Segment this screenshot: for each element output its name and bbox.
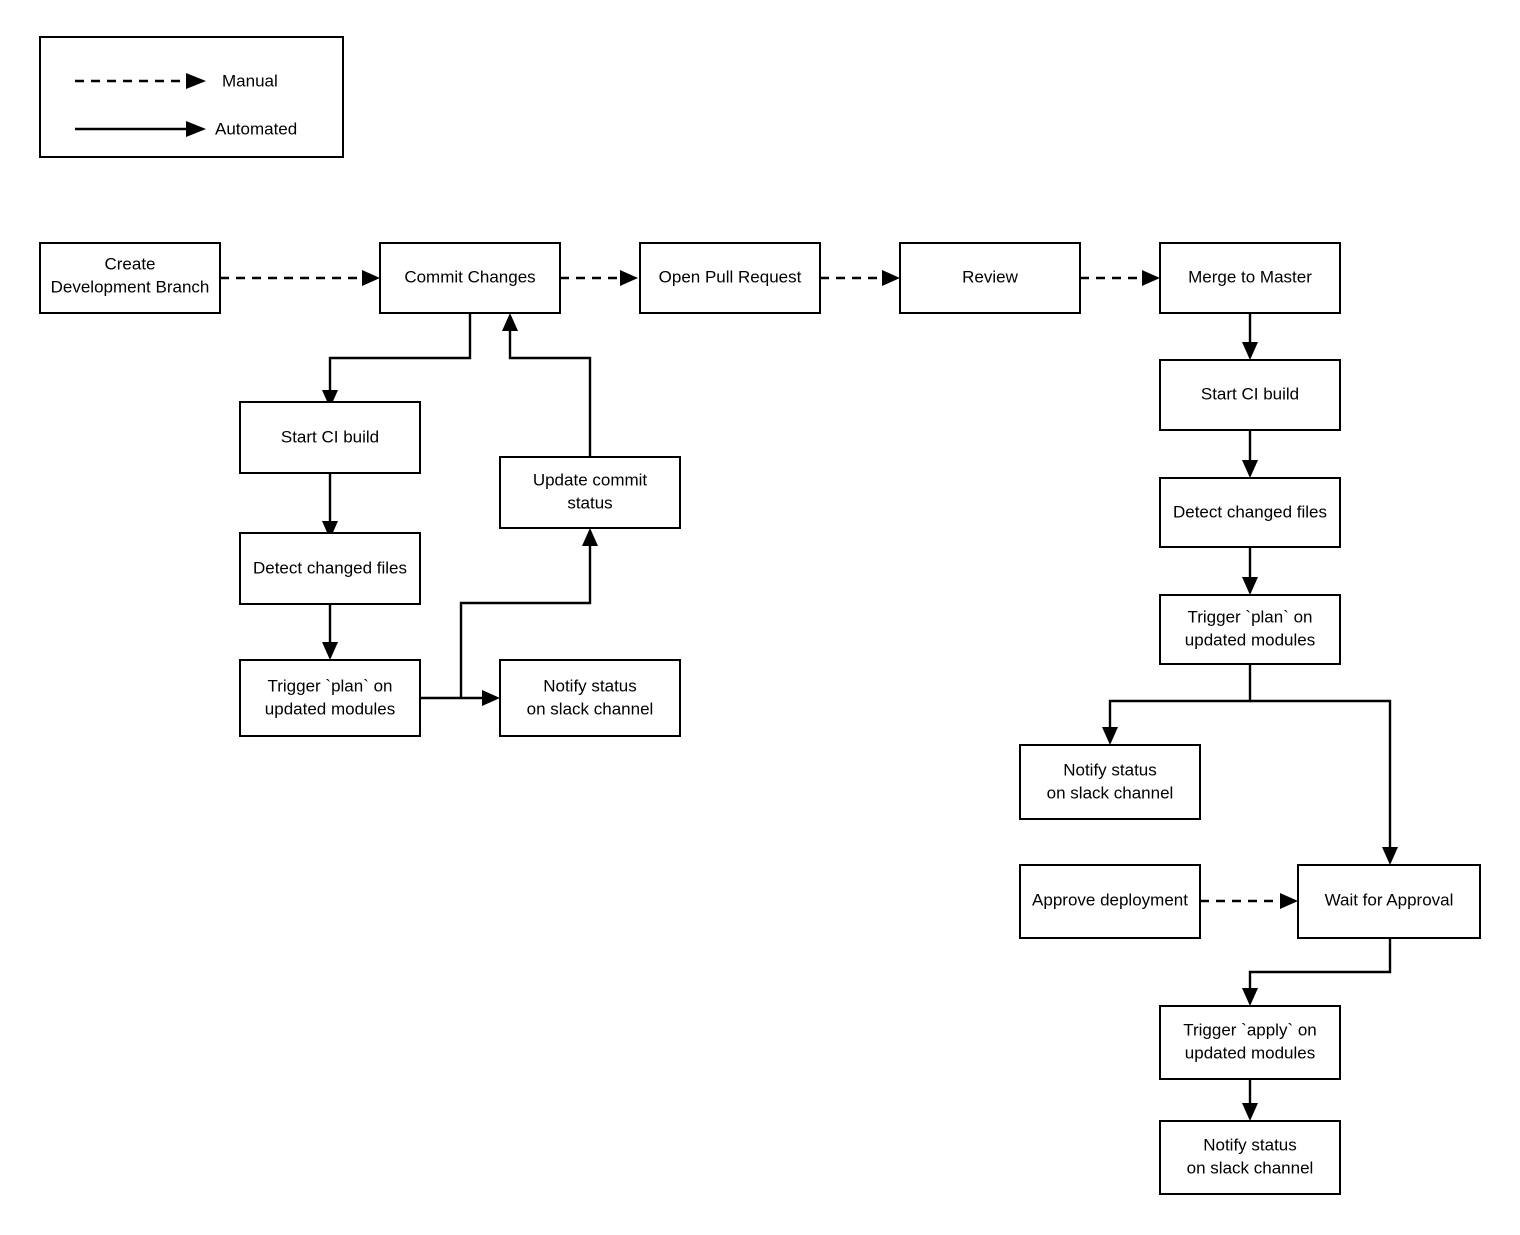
node-dev-detect-changed[interactable]: Detect changed files (239, 532, 421, 605)
node-dev-notify-slack[interactable]: Notify status on slack channel (499, 659, 681, 737)
edge-dev-update-commit-status-to-commit-changes (502, 313, 592, 457)
node-dev-start-ci[interactable]: Start CI build (239, 401, 421, 474)
edge-open-pull-request-to-review (820, 270, 900, 286)
legend-label-automated: Automated (215, 119, 297, 138)
node-master-trigger-plan-box[interactable] (1159, 594, 1341, 665)
node-approve-deployment-box[interactable] (1019, 864, 1201, 939)
legend-label-manual: Manual (222, 71, 278, 90)
legend-box (39, 36, 344, 158)
node-create-branch-box[interactable] (39, 242, 221, 314)
node-commit-changes-box[interactable] (379, 242, 561, 314)
node-dev-start-ci-label: Start CI build (281, 427, 379, 446)
node-approve-deployment-label: Approve deployment (1032, 890, 1188, 909)
node-dev-start-ci-box[interactable] (239, 401, 421, 474)
node-dev-notify-slack-label-line2: on slack channel (527, 699, 654, 718)
node-master-start-ci[interactable]: Start CI build (1159, 359, 1341, 431)
nodes-layer: Create Development Branch Commit Changes… (39, 242, 1481, 1195)
node-master-start-ci-box[interactable] (1159, 359, 1341, 431)
node-dev-notify-slack-box[interactable] (499, 659, 681, 737)
node-merge-to-master-label: Merge to Master (1188, 267, 1312, 286)
node-review[interactable]: Review (899, 242, 1081, 314)
node-dev-trigger-plan-box[interactable] (239, 659, 421, 737)
legend: Manual Automated (39, 36, 344, 158)
node-review-label: Review (962, 267, 1018, 286)
node-master-detect-changed-box[interactable] (1159, 477, 1341, 548)
node-master-notify-slack-apply-label-line1: Notify status (1203, 1135, 1297, 1154)
edge-approve-deployment-to-wait-for-approval (1200, 893, 1298, 909)
node-dev-detect-changed-label: Detect changed files (253, 558, 407, 577)
edge-commit-changes-to-open-pull-request (560, 270, 638, 286)
node-master-notify-slack-apply-label-line2: on slack channel (1187, 1158, 1314, 1177)
node-create-branch[interactable]: Create Development Branch (39, 242, 221, 314)
node-open-pull-request-label: Open Pull Request (659, 267, 802, 286)
node-wait-for-approval-label: Wait for Approval (1325, 890, 1454, 909)
node-master-trigger-apply-label-line1: Trigger `apply` on (1183, 1020, 1317, 1039)
edge-dev-start-ci-to-dev-detect-changed (322, 473, 338, 539)
node-master-start-ci-label: Start CI build (1201, 384, 1299, 403)
edge-review-to-merge-to-master (1080, 270, 1160, 286)
edge-create-branch-to-commit-changes (220, 270, 380, 286)
node-dev-trigger-plan[interactable]: Trigger `plan` on updated modules (239, 659, 421, 737)
node-master-notify-slack-plan-label-line2: on slack channel (1047, 783, 1174, 802)
edge-master-trigger-plan-to-master-notify-slack-plan (1102, 664, 1252, 745)
edge-dev-trigger-plan-to-dev-update-commit-status (459, 528, 598, 698)
node-master-trigger-apply-label-line2: updated modules (1185, 1043, 1315, 1062)
node-master-notify-slack-apply-box[interactable] (1159, 1120, 1341, 1195)
node-master-notify-slack-plan-label-line1: Notify status (1063, 760, 1157, 779)
node-dev-notify-slack-label-line1: Notify status (543, 676, 637, 695)
node-master-trigger-plan-label-line1: Trigger `plan` on (1187, 607, 1312, 626)
node-commit-changes-label: Commit Changes (404, 267, 535, 286)
edge-merge-to-master-to-master-start-ci (1242, 313, 1258, 360)
edge-master-detect-changed-to-master-trigger-plan (1242, 547, 1258, 595)
dashed-arrowhead-icon (186, 73, 206, 89)
node-create-branch-label-line1: Create (104, 254, 155, 273)
node-commit-changes[interactable]: Commit Changes (379, 242, 561, 314)
node-dev-trigger-plan-label-line2: updated modules (265, 699, 395, 718)
node-dev-update-commit-status[interactable]: Update commit status (499, 456, 681, 529)
node-dev-detect-changed-box[interactable] (239, 532, 421, 605)
node-dev-update-commit-status-label-line2: status (567, 493, 612, 512)
node-master-trigger-apply-box[interactable] (1159, 1005, 1341, 1080)
node-merge-to-master[interactable]: Merge to Master (1159, 242, 1341, 314)
node-master-trigger-apply[interactable]: Trigger `apply` on updated modules (1159, 1005, 1341, 1080)
node-approve-deployment[interactable]: Approve deployment (1019, 864, 1201, 939)
node-dev-trigger-plan-label-line1: Trigger `plan` on (267, 676, 392, 695)
node-master-notify-slack-plan[interactable]: Notify status on slack channel (1019, 744, 1201, 820)
edge-master-trigger-plan-to-wait-for-approval (1250, 699, 1398, 865)
node-open-pull-request[interactable]: Open Pull Request (639, 242, 821, 314)
node-dev-update-commit-status-label-line1: Update commit (533, 470, 648, 489)
node-master-detect-changed[interactable]: Detect changed files (1159, 477, 1341, 548)
legend-item-manual: Manual (75, 71, 278, 90)
node-merge-to-master-box[interactable] (1159, 242, 1341, 314)
node-review-box[interactable] (899, 242, 1081, 314)
node-wait-for-approval[interactable]: Wait for Approval (1297, 864, 1481, 939)
node-master-trigger-plan-label-line2: updated modules (1185, 630, 1315, 649)
node-master-notify-slack-plan-box[interactable] (1019, 744, 1201, 820)
edge-master-start-ci-to-master-detect-changed (1242, 430, 1258, 478)
node-wait-for-approval-box[interactable] (1297, 864, 1481, 939)
edge-master-trigger-apply-to-master-notify-slack-apply (1242, 1079, 1258, 1121)
node-master-trigger-plan[interactable]: Trigger `plan` on updated modules (1159, 594, 1341, 665)
edge-dev-detect-changed-to-dev-trigger-plan (322, 604, 338, 660)
node-master-detect-changed-label: Detect changed files (1173, 502, 1327, 521)
solid-arrowhead-icon (186, 121, 206, 137)
node-create-branch-label-line2: Development Branch (51, 277, 210, 296)
node-master-notify-slack-apply[interactable]: Notify status on slack channel (1159, 1120, 1341, 1195)
edge-commit-changes-to-dev-start-ci (322, 313, 472, 408)
edge-dev-trigger-plan-to-dev-notify-slack (420, 690, 500, 706)
legend-item-automated: Automated (75, 119, 297, 138)
edge-wait-for-approval-to-master-trigger-apply (1242, 938, 1392, 1006)
node-open-pull-request-box[interactable] (639, 242, 821, 314)
edges-layer (220, 270, 1398, 1121)
node-dev-update-commit-status-box[interactable] (499, 456, 681, 529)
